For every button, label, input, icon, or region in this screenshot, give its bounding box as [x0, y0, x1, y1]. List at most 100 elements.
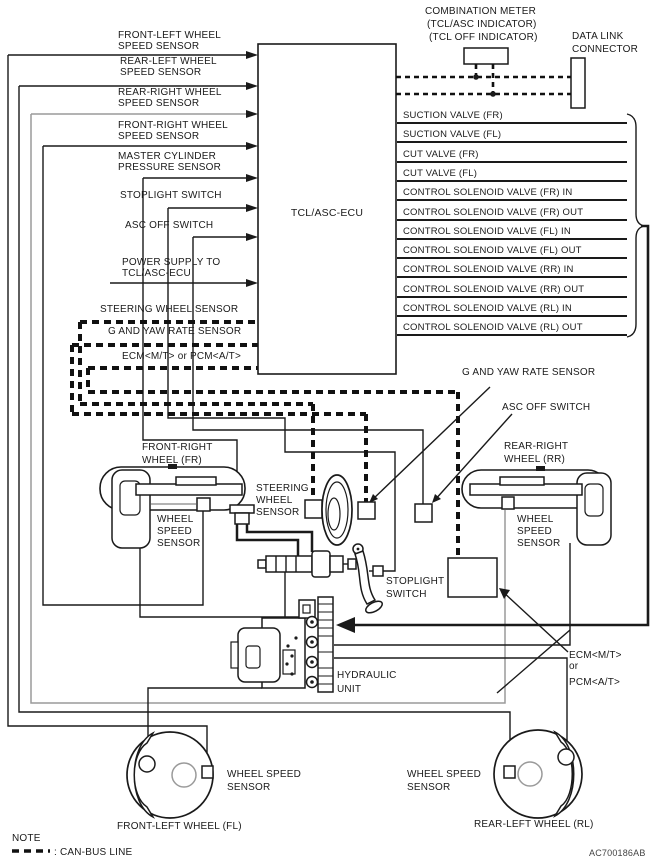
steering-wheel: [321, 474, 353, 546]
front-right-wheel-label-1: FRONT-RIGHT: [142, 442, 213, 453]
rear-right-wheel-label-2: WHEEL (RR): [504, 454, 565, 465]
g-yaw-rate-sensor-box: [357, 501, 376, 520]
rear-right-wheel-label-1: REAR-RIGHT: [504, 441, 568, 452]
ecu-label: TCL/ASC-ECU: [291, 207, 363, 219]
input-label: SPEED SENSOR: [118, 98, 199, 109]
steering-sensor-label: STEERING WHEEL SENSOR: [256, 483, 309, 518]
ecm-pcm-box: ECM<M/T> or PCM<A/T>: [447, 557, 622, 694]
data-link-label-1: DATA LINK: [572, 31, 624, 42]
hydraulic-unit-label-2: UNIT: [337, 684, 361, 695]
stoplight-label-2: SWITCH: [386, 589, 427, 600]
rear-left-wheel: WHEEL SPEED SENSOR REAR-LEFT WHEEL (RL): [407, 729, 594, 830]
ecu-input-rows: [8, 51, 258, 287]
data-link-connector: DATA LINK CONNECTOR: [570, 31, 638, 109]
note-title: NOTE: [12, 833, 41, 844]
output-label: SUCTION VALVE (FR): [403, 110, 503, 121]
output-label: CONTROL SOLENOID VALVE (RL) OUT: [403, 322, 583, 333]
wss-rr-label-1: WHEEL: [517, 514, 554, 525]
input-label: REAR-RIGHT WHEEL: [118, 87, 222, 98]
input-label: STEERING WHEEL SENSOR: [100, 304, 238, 315]
output-label: CONTROL SOLENOID VALVE (RR) IN: [403, 264, 574, 275]
input-label: SPEED SENSOR: [118, 131, 199, 142]
ecm-label-1: ECM<M/T>: [569, 650, 622, 661]
wheel-speed-sensor-fl: [201, 765, 214, 779]
input-labels: FRONT-LEFT WHEEL SPEED SENSOR REAR-LEFT …: [100, 30, 241, 362]
hydraulic-unit: HYDRAULIC UNIT: [139, 548, 396, 695]
wss-fl-label-2: SENSOR: [227, 782, 270, 793]
combination-meter-label-2: (TCL/ASC INDICATOR): [427, 19, 537, 30]
input-label: PRESSURE SENSOR: [118, 162, 221, 173]
can-bus-legend-label: : CAN-BUS LINE: [54, 847, 133, 858]
brake-pipes: [147, 543, 571, 756]
wheel-speed-sensor-fr: [196, 497, 211, 512]
hydraulic-feed-line: [336, 224, 650, 633]
can-bus-to-meter: [396, 64, 571, 97]
output-label: CUT VALVE (FR): [403, 149, 479, 160]
input-label: ASC OFF SWITCH: [125, 220, 213, 231]
steering-label-1: STEERING: [256, 483, 309, 494]
rear-right-wheel: REAR-RIGHT WHEEL (RR) WHEEL SPEED SENSOR: [461, 441, 612, 549]
note-legend: NOTE : CAN-BUS LINE: [12, 833, 133, 858]
stoplight-label-1: STOPLIGHT: [386, 576, 444, 587]
asc-off-switch-box: [414, 503, 433, 523]
wss-fr-label-2: SPEED: [157, 526, 192, 537]
wheel-speed-sensor-rl: [503, 765, 516, 779]
front-left-wheel: WHEEL SPEED SENSOR FRONT-LEFT WHEEL (FL): [117, 731, 301, 832]
can-bus-lines: [70, 320, 460, 558]
combination-meter: COMBINATION METER (TCL/ASC INDICATOR) (T…: [425, 6, 538, 65]
steering-wheel-sensor-box: [304, 499, 323, 519]
input-label: SPEED SENSOR: [120, 67, 201, 78]
output-label: CONTROL SOLENOID VALVE (FL) OUT: [403, 245, 582, 256]
tcl-asc-ecu-box: TCL/ASC-ECU: [257, 43, 397, 375]
input-label: FRONT-RIGHT WHEEL: [118, 120, 228, 131]
input-arrowheads: [246, 51, 258, 287]
input-label: ECM<M/T> or PCM<A/T>: [122, 351, 241, 362]
output-label: CONTROL SOLENOID VALVE (FR) OUT: [403, 207, 583, 218]
master-cylinder-assembly: [229, 504, 357, 578]
wss-rr-label-3: SENSOR: [517, 538, 560, 549]
wss-rl-label-2: SENSOR: [407, 782, 450, 793]
output-label: CONTROL SOLENOID VALVE (RL) IN: [403, 303, 572, 314]
wss-fr-label-1: WHEEL: [157, 514, 194, 525]
wss-rr-label-2: SPEED: [517, 526, 552, 537]
brake-pedal: [352, 543, 383, 614]
input-label: SPEED SENSOR: [118, 41, 199, 52]
can-junction-dot: [473, 74, 479, 80]
output-label: CONTROL SOLENOID VALVE (FR) IN: [403, 187, 572, 198]
input-label: G AND YAW RATE SENSOR: [108, 326, 241, 337]
left-routing-lines: [7, 55, 511, 766]
steering-label-3: SENSOR: [256, 507, 299, 518]
input-label: FRONT-LEFT WHEEL: [118, 30, 221, 41]
front-right-wheel-label-2: WHEEL (FR): [142, 455, 202, 466]
rear-left-wheel-label: REAR-LEFT WHEEL (RL): [474, 819, 594, 830]
g-yaw-callout: G AND YAW RATE SENSOR: [369, 367, 595, 503]
wss-fr-label-3: SENSOR: [157, 538, 200, 549]
input-label: STOPLIGHT SWITCH: [120, 190, 222, 201]
wheel-speed-sensor-rr: [501, 496, 515, 510]
combination-meter-label-3: (TCL OFF INDICATOR): [429, 32, 538, 43]
input-label: TCL/ASC-ECU: [122, 268, 191, 279]
input-label: POWER SUPPLY TO: [122, 257, 220, 268]
doc-code: AC700186AB: [589, 848, 646, 858]
stoplight-switch: STOPLIGHT SWITCH: [369, 565, 444, 600]
ecm-label-2: or: [569, 661, 579, 672]
hydraulic-feed-arrowhead: [336, 617, 355, 633]
g-yaw-label: G AND YAW RATE SENSOR: [462, 367, 595, 378]
ecu-output-rows: SUCTION VALVE (FR) SUCTION VALVE (FL) CU…: [397, 110, 645, 338]
data-link-label-2: CONNECTOR: [572, 44, 638, 55]
input-label: REAR-LEFT WHEEL: [120, 56, 217, 67]
ecm-label-3: PCM<A/T>: [569, 677, 620, 688]
can-junction-dot: [490, 91, 496, 97]
asc-off-callout: ASC OFF SWITCH: [432, 402, 590, 503]
output-label: CONTROL SOLENOID VALVE (FL) IN: [403, 226, 571, 237]
output-label: SUCTION VALVE (FL): [403, 129, 501, 140]
asc-off-label: ASC OFF SWITCH: [502, 402, 590, 413]
wss-rl-label-1: WHEEL SPEED: [407, 769, 481, 780]
wss-fl-label-1: WHEEL SPEED: [227, 769, 301, 780]
steering-label-2: WHEEL: [256, 495, 293, 506]
input-label: MASTER CYLINDER: [118, 151, 216, 162]
front-right-wheel: FRONT-RIGHT WHEEL (FR) WHEEL SPEED SENSO…: [99, 442, 246, 549]
front-left-wheel-label: FRONT-LEFT WHEEL (FL): [117, 821, 242, 832]
combination-meter-label-1: COMBINATION METER: [425, 6, 536, 17]
